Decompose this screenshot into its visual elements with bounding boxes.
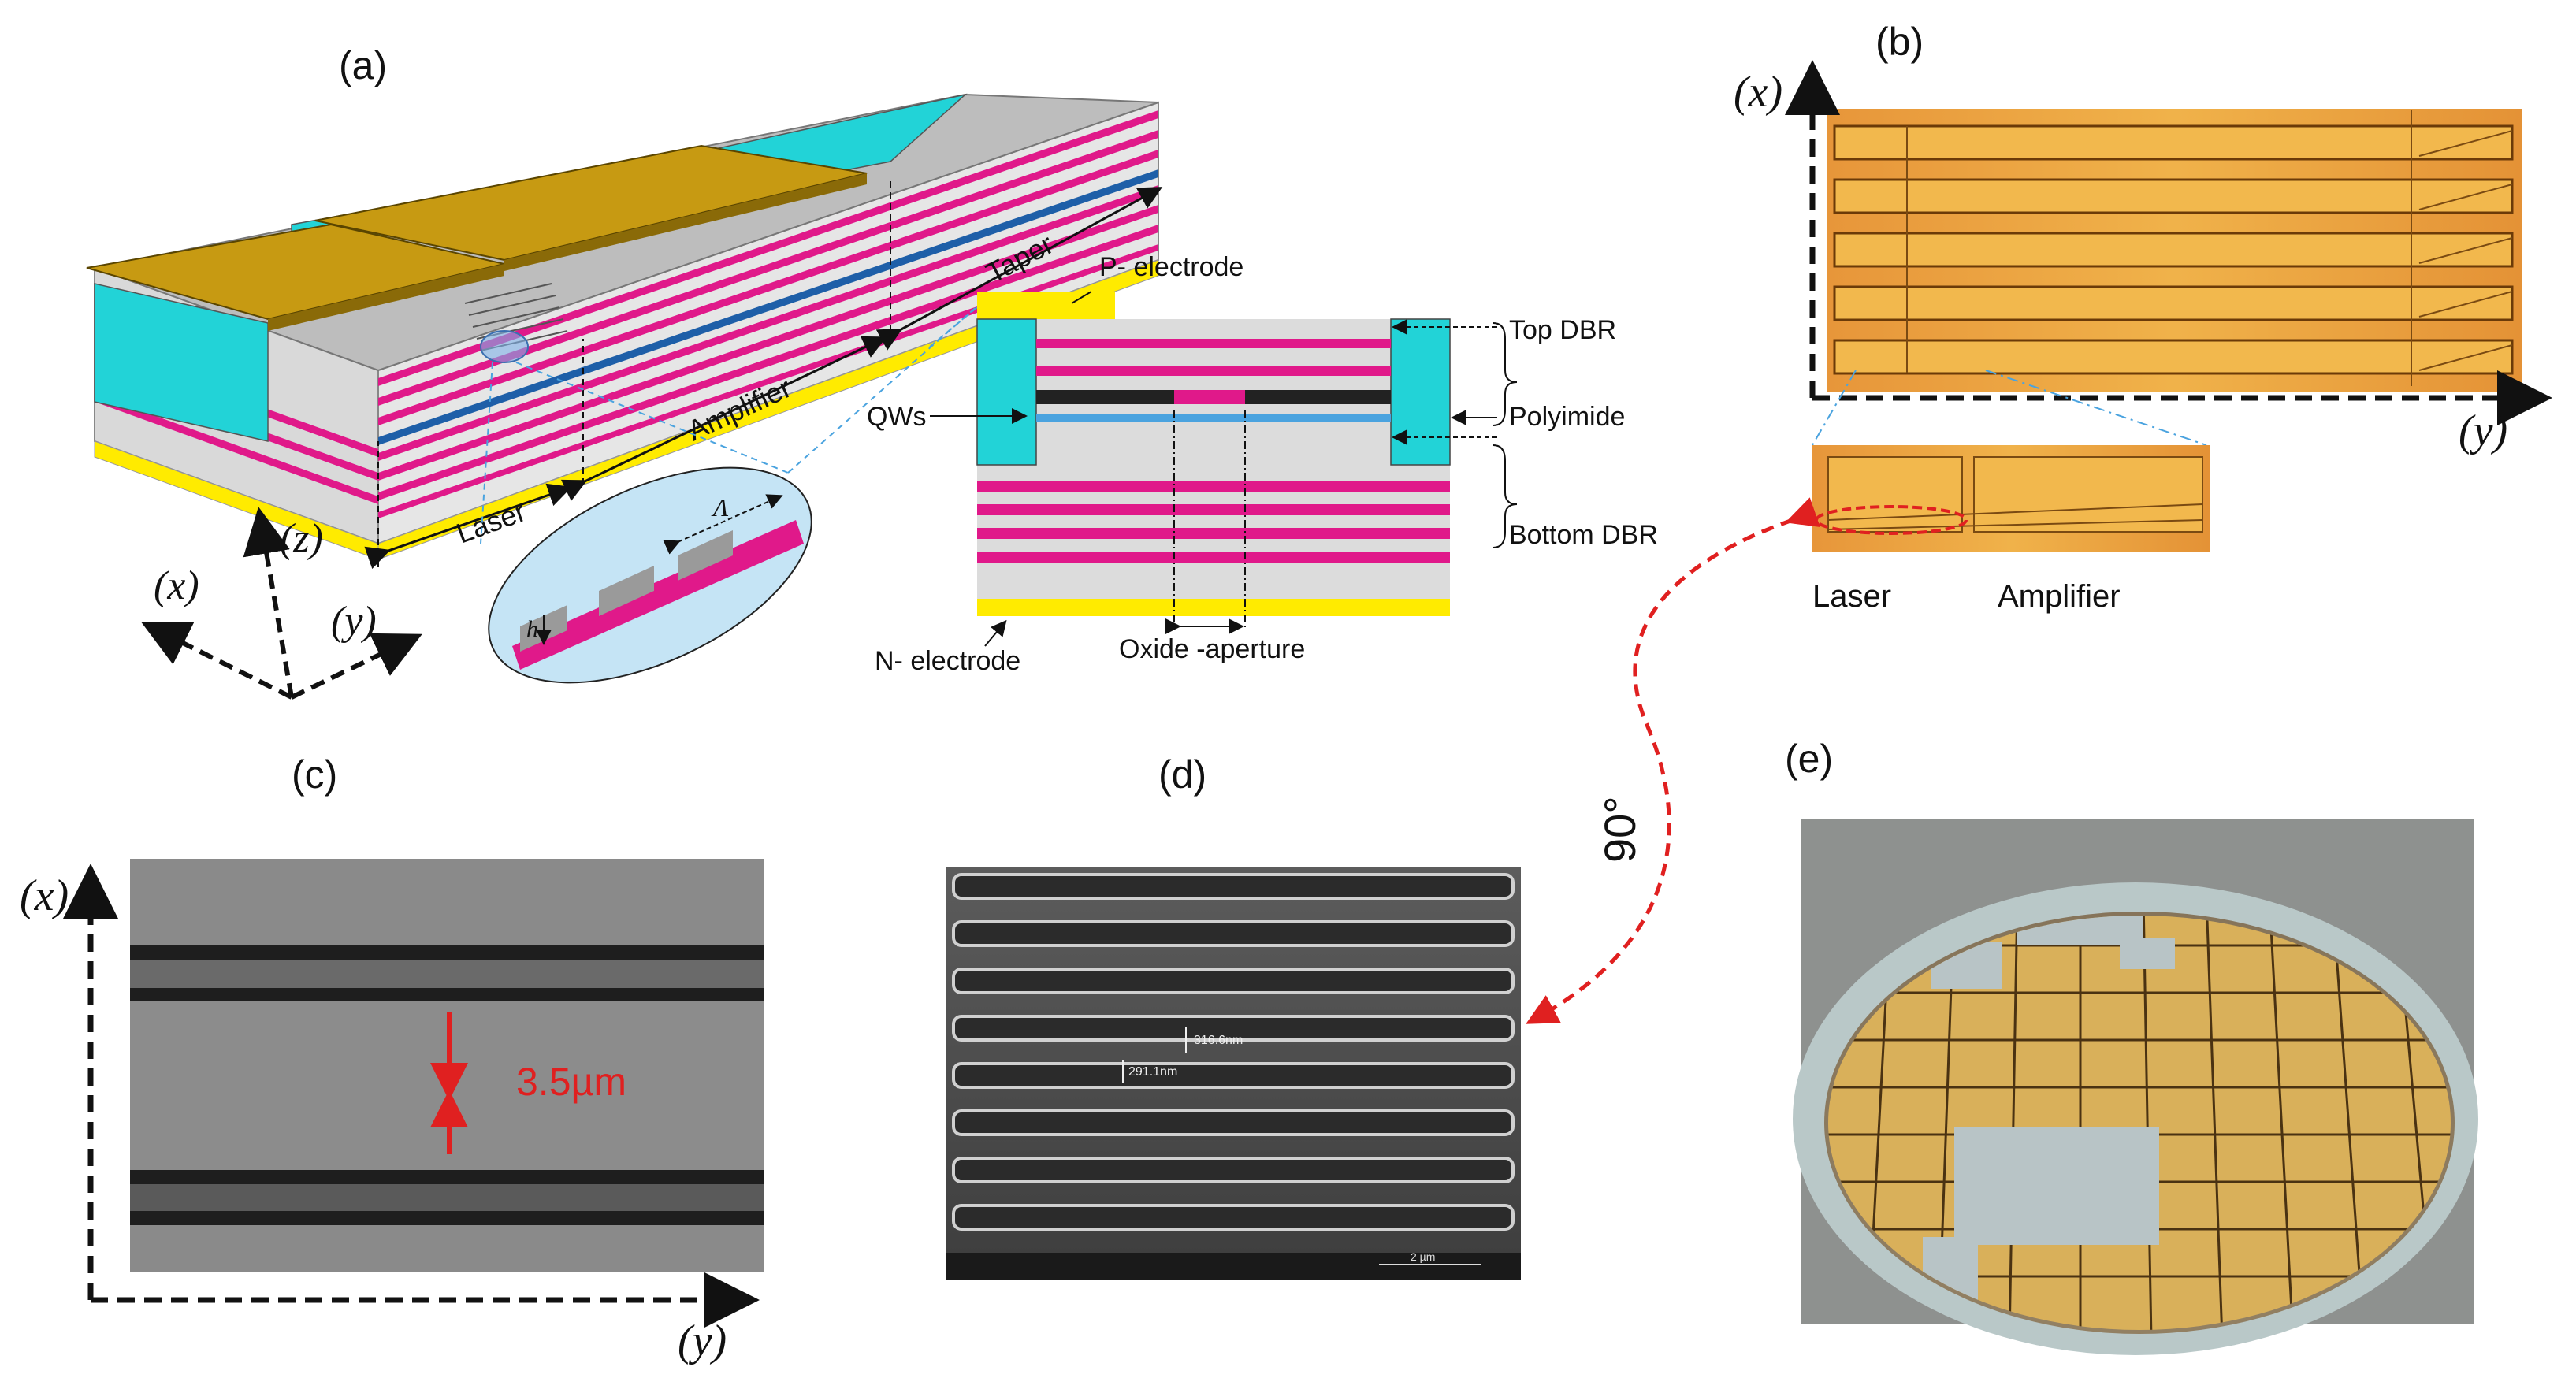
axis-y-label: (y) [331, 599, 377, 644]
sem-scale-bar: 2 µm [1411, 1250, 1435, 1263]
panel-a-label: (a) [339, 43, 387, 87]
laser-region-highlight [1815, 505, 1968, 535]
panel-a: (a) [86, 43, 1658, 700]
oxide-aperture-label: Oxide -aperture [1119, 634, 1305, 664]
p-electrode-label: P- electrode [1099, 252, 1243, 282]
panel-c: (c) 3.5µm (x) (y) [20, 752, 764, 1365]
inset-period-label: Λ [711, 493, 729, 522]
inset-height-label: h [526, 616, 538, 642]
panel-e: (e) [1785, 737, 2478, 1355]
n-electrode-label: N- electrode [875, 646, 1020, 676]
rotation-arrow: 90° [1526, 497, 1820, 1024]
top-dbr-label: Top DBR [1509, 315, 1616, 345]
sem-grating-bars [952, 873, 1515, 1231]
panel-c-label: (c) [292, 752, 337, 797]
panel-e-label: (e) [1785, 737, 1833, 781]
panel-a-axes: (x) (z) (y) [141, 507, 422, 700]
zoom-amplifier-label: Amplifier [1998, 579, 2121, 614]
p-electrode-pad [977, 292, 1115, 323]
panel-d-label: (d) [1158, 752, 1206, 797]
panel-c-axis-y: (y) [678, 1317, 727, 1365]
axis-z-label: (z) [280, 516, 323, 561]
grating-highlight [480, 330, 529, 363]
bottom-dbr-label: Bottom DBR [1509, 520, 1658, 550]
panel-b-axis-x: (x) [1734, 68, 1782, 117]
cross-section-schematic: P- electrode Top DBR Polyimide Bottom DB… [787, 252, 1658, 676]
qws-label: QWs [867, 402, 927, 432]
sem-measure-1: 316.6nm [1194, 1034, 1243, 1047]
rotation-label: 90° [1595, 796, 1645, 863]
waveguide-spacing-label: 3.5µm [516, 1060, 626, 1104]
zoom-laser-label: Laser [1812, 579, 1891, 614]
grating-inset: h Λ [480, 362, 812, 684]
chip-waveguides [1833, 110, 2514, 386]
n-electrode-bar [977, 599, 1450, 616]
panel-d: (d) 316.6nm 291.1nm 2 µm [946, 752, 1521, 1280]
panel-b-axis-y: (y) [2459, 407, 2507, 455]
panel-b: (b) (x) (y) [1734, 20, 2552, 614]
panel-c-axis-x: (x) [20, 871, 69, 920]
polyimide-label: Polyimide [1509, 402, 1625, 432]
axis-x-label: (x) [154, 563, 199, 608]
panel-b-label: (b) [1875, 20, 1924, 64]
sem-measure-2: 291.1nm [1128, 1065, 1177, 1079]
